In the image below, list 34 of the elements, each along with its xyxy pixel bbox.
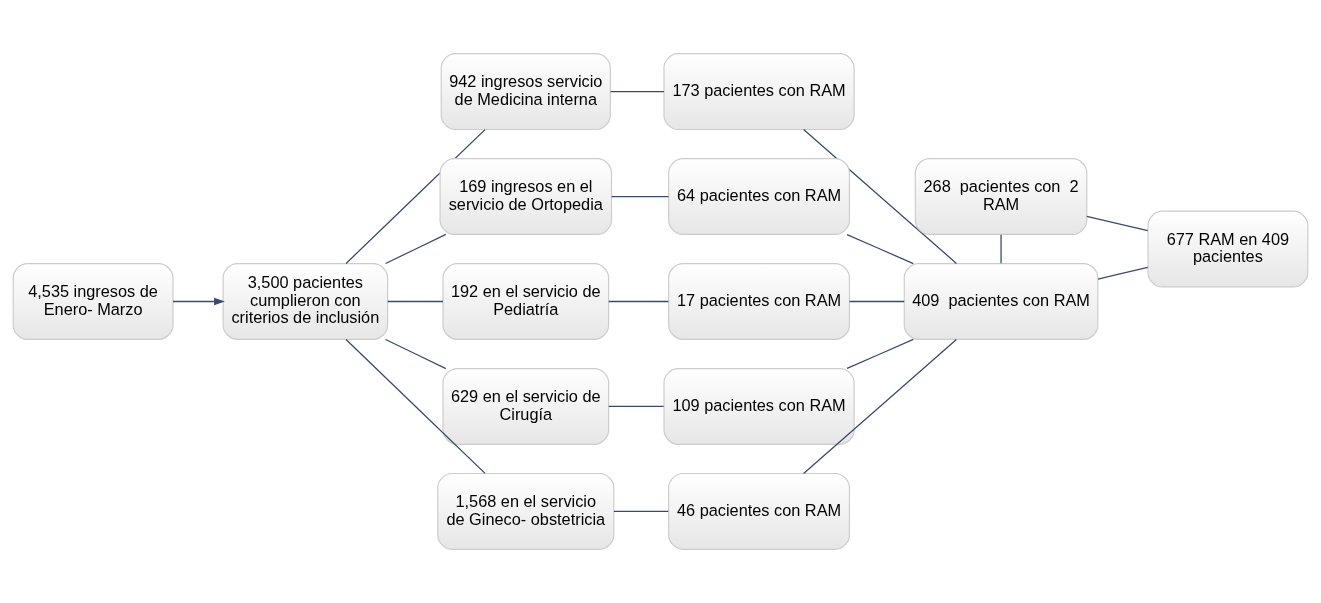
connector bbox=[345, 338, 486, 474]
connector bbox=[1097, 266, 1149, 280]
connector bbox=[608, 300, 670, 303]
node-box: 192 en el servicio de Pediatría bbox=[442, 263, 610, 340]
connector bbox=[1000, 234, 1002, 264]
node-box: 1,568 en el servicio de Gineco- obstetricia bbox=[437, 472, 615, 550]
node-box: 109 pacientes con RAM bbox=[663, 367, 855, 445]
node-box: 46 pacientes con RAM bbox=[668, 472, 851, 550]
connector bbox=[848, 300, 905, 303]
node-box: 17 pacientes con RAM bbox=[668, 263, 851, 340]
connector bbox=[387, 300, 444, 303]
node-box: 4,535 ingresos de Enero- Marzo bbox=[12, 263, 174, 340]
node-box: 3,500 pacientes cumplieron con criterios de inclusión bbox=[222, 263, 389, 340]
connector bbox=[846, 233, 914, 265]
connector bbox=[802, 338, 958, 475]
connector bbox=[608, 405, 665, 408]
arrow bbox=[172, 297, 225, 306]
node-box: 677 RAM en 409 pacientes bbox=[1147, 210, 1309, 288]
connector bbox=[345, 129, 486, 265]
connector bbox=[613, 510, 669, 513]
connector bbox=[384, 338, 447, 370]
node-box: 409 pacientes con RAM bbox=[903, 263, 1099, 340]
node-box: 629 en el servicio de Cirugía bbox=[442, 367, 610, 445]
connector bbox=[611, 195, 670, 198]
node-box: 268 pacientes con 2 RAM bbox=[914, 158, 1088, 236]
connector bbox=[384, 233, 447, 265]
node-box: 169 ingresos en el servicio de Ortopedia bbox=[439, 158, 613, 236]
node-box: 942 ingresos servicio de Medicina interna bbox=[440, 53, 611, 131]
node-box: 64 pacientes con RAM bbox=[668, 158, 851, 236]
connector bbox=[846, 338, 914, 370]
node-box: 173 pacientes con RAM bbox=[663, 53, 855, 131]
connector bbox=[802, 128, 958, 265]
connector bbox=[1086, 215, 1149, 232]
connector bbox=[610, 90, 665, 93]
